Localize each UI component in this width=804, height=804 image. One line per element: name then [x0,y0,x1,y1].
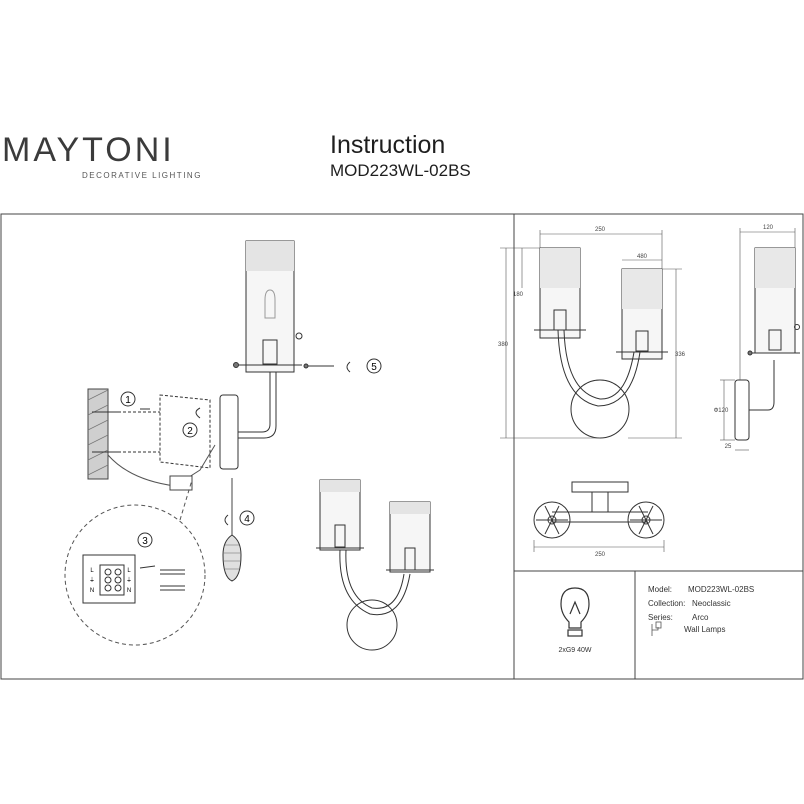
top-view [533,481,665,539]
document-title: Instruction [330,131,446,159]
spec-model-value: MOD223WL-02BS [688,585,754,594]
terminal-left-top: L [90,568,94,574]
terminal-left-bottom: N [90,588,94,594]
brand-tagline: DECORATIVE LIGHTING [82,171,202,180]
brand-logo: MAYTONI [2,131,175,169]
mounting-bracket [159,394,211,469]
lamp-arm [238,372,271,433]
dim-total-height: 380 [498,342,509,348]
dim-front-width: 250 [595,227,606,233]
wiring [107,444,216,487]
dim-backplate-height: Ф120 [714,408,729,414]
side-view [734,247,800,441]
screwdriver-icon [222,534,242,582]
sheet-frame [0,213,804,680]
side-view-dimensions [720,228,796,451]
terminal-right-mid: ⏚ [126,577,132,584]
assembly-diagram [64,240,351,646]
connector-detail [64,504,206,646]
spec-collection-label: Collection: [648,599,685,608]
spec-type-value: Wall Lamps [684,625,726,634]
step-4: 4 [244,514,250,525]
spec-series-value: Arco [692,613,709,622]
model-code: MOD223WL-02BS [330,161,471,180]
spec-collection-value: Neoclassic [692,599,731,608]
bulb-spec: 2xG9 40W [558,647,591,654]
dim-shade-height: 180 [513,292,524,298]
assembled-lamp [316,479,434,651]
terminal-right-bottom: N [127,588,131,594]
bulb-icon [560,587,590,637]
dim-side-depth: 120 [763,225,774,231]
bulb-in-shade [264,289,276,319]
spec-series-label: Series: [648,613,673,622]
instruction-sheet: 1 2 3 4 5 L ⏚ N L ⏚ N [0,213,804,680]
spec-model-label: Model: [648,585,672,594]
dim-arm-height: 336 [675,352,686,358]
wall-lamp-icon [651,621,662,636]
step-3: 3 [142,536,148,547]
step-5: 5 [371,362,377,373]
wall-section [87,388,109,480]
front-view [534,247,668,439]
dim-backplate-depth: 25 [725,444,732,450]
dim-shade-width: 480 [637,254,648,260]
step-markers [120,358,382,548]
terminal-left-mid: ⏚ [89,577,95,584]
terminal-right-top: L [127,568,131,574]
backplate [219,394,239,470]
step-1: 1 [125,395,131,406]
dim-top-width: 250 [595,552,606,558]
front-view-dimensions [500,230,682,439]
step-2: 2 [187,426,193,437]
